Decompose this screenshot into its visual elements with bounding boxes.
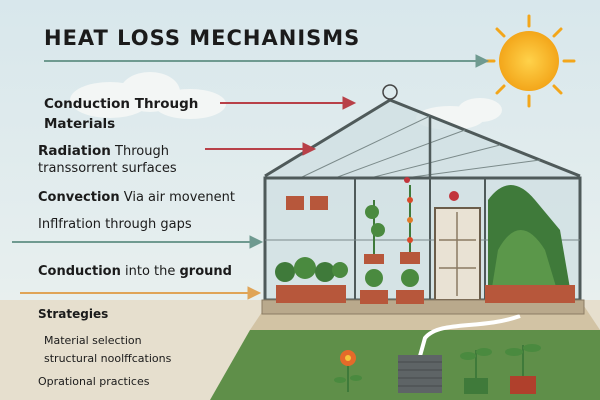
strategy-item: Oprational practices: [38, 375, 150, 388]
heat-arrow-conduction: [220, 96, 357, 110]
mechanism-name: Convection: [38, 190, 120, 205]
mechanism-label: Conduction Through: [44, 96, 199, 112]
cloud-icon: [70, 72, 502, 130]
strategy-item: Material selection: [44, 334, 142, 347]
mechanism-convection: Convection Via air movenent: [38, 190, 235, 205]
strategies-heading: Strategies: [38, 307, 109, 321]
mechanism-desc-bold: ground: [179, 264, 232, 279]
mechanism-ground-conduction: Conduction into the ground: [38, 264, 232, 279]
mechanism-label: Materials: [44, 116, 116, 132]
heat-arrow-radiation: [205, 142, 317, 156]
mechanism-desc: Via air movenent: [119, 190, 235, 205]
strategy-item: structural noolffcations: [44, 352, 172, 365]
heat-arrow-ground: [20, 286, 262, 300]
heat-arrow-sun: [44, 54, 490, 68]
mechanism-infiltration: Inflfration through gaps: [38, 217, 192, 232]
drain-box: [398, 355, 442, 393]
mechanism-desc: transsorrent surfaces: [38, 161, 177, 176]
drain-pipe: [418, 314, 521, 357]
page-title: HEAT LOSS MECHANISMS: [44, 26, 361, 50]
potted-plant-icon: [460, 344, 541, 394]
flower-icon: [334, 350, 362, 392]
mechanism-name: Radiation: [38, 143, 111, 159]
plant-icon: [275, 185, 575, 304]
mechanism-name: Conduction: [38, 264, 121, 279]
mechanism-conduction-materials: Conduction Through Materials: [44, 94, 198, 134]
mechanism-desc: into the: [120, 264, 180, 279]
mechanism-desc: Through: [110, 144, 169, 159]
mechanism-radiation: Radiation Through transsorrent surfaces: [38, 143, 177, 177]
heat-arrow-infiltration: [12, 235, 264, 249]
